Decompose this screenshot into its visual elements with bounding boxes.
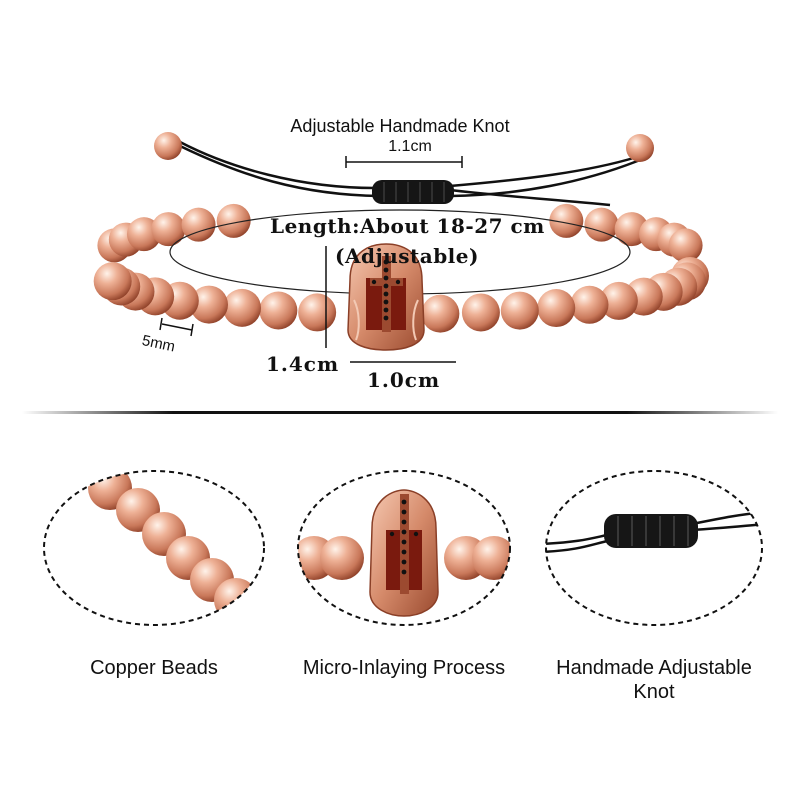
bracelet-bead	[259, 291, 298, 330]
detail-circle-copper-beads	[43, 470, 265, 626]
bracelet-bead	[151, 212, 186, 247]
bracelet-bead	[298, 293, 337, 332]
cord	[179, 140, 641, 207]
bracelet-bead	[216, 203, 251, 238]
bracelet-bead	[181, 207, 216, 242]
cord-end-bead-left	[154, 132, 182, 160]
bracelet-bead	[599, 281, 638, 320]
bracelet-bead	[189, 285, 228, 324]
dimension-lines	[159, 156, 463, 363]
bracelet-bead	[549, 203, 584, 238]
bracelet-bead	[537, 289, 576, 328]
knot-width-label: 1.1cm	[388, 138, 432, 155]
section-divider	[22, 411, 778, 414]
bracelet-bead	[223, 288, 262, 327]
adjustable-label: (Adjustable)	[335, 244, 479, 268]
caption-handmade-knot: Handmade Adjustable Knot	[556, 657, 752, 703]
cord-end-bead-right	[626, 134, 654, 162]
helmet-charm	[347, 243, 425, 351]
bracelet-bead	[570, 285, 609, 324]
charm-width-label: 1.0cm	[367, 368, 441, 392]
bracelet-bead	[584, 207, 619, 242]
bracelet-bead	[668, 228, 703, 263]
charm-height-label: 1.4cm	[266, 352, 340, 376]
knot	[372, 180, 454, 204]
back-bead-row	[97, 203, 703, 263]
bracelet-illustration	[93, 132, 709, 363]
bracelet-bead	[500, 291, 539, 330]
bracelet-bead	[461, 293, 500, 332]
bracelet-bead	[93, 262, 132, 301]
caption-copper-beads: Copper Beads	[90, 657, 218, 679]
caption-micro-inlaying: Micro-Inlaying Process	[302, 657, 506, 679]
detail-circle-handmade-knot	[545, 470, 763, 626]
detail-circle-micro-inlaying	[297, 470, 511, 626]
length-label: Length:About 18-27 cm	[270, 214, 545, 238]
knot-title-label: Adjustable Handmade Knot	[290, 116, 510, 136]
bracelet-bead	[421, 294, 460, 333]
front-bead-row	[93, 257, 709, 333]
